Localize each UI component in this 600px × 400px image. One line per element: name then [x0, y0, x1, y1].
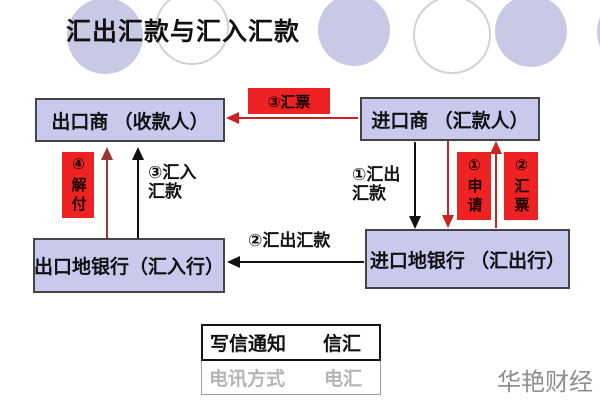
decor-circle-filled — [495, 0, 567, 67]
node-importer: 进口商 （汇款人） — [360, 97, 540, 141]
arrowhead-bank-transfer — [227, 256, 240, 268]
legend-row-mail: 写信通知 信汇 — [201, 324, 381, 361]
page-title: 汇出汇款与汇入汇款 — [66, 18, 301, 46]
decor-circle-filled — [67, 0, 143, 74]
arrowhead-outward-down — [409, 216, 421, 229]
legend-method-mail: 写信通知 — [210, 334, 287, 355]
step-draft-to-exporter: ③汇票 — [248, 88, 330, 114]
decor-circle-filled — [318, 0, 390, 66]
arrowhead-apply-down — [442, 215, 454, 228]
label-bank-transfer: ②汇出汇款 — [248, 231, 331, 250]
legend-mode-telegraph: 电汇 — [323, 369, 362, 390]
step-draft-to-importer: ②汇票 — [504, 152, 538, 220]
arrowhead-draft-to-exporter — [226, 112, 239, 124]
arrowhead-draft-up — [490, 141, 502, 154]
legend-row-telegraph: 电讯方式 电汇 — [201, 361, 381, 395]
label-inward-remittance: ③汇入 汇款 — [148, 163, 196, 201]
decor-circle-filled — [597, 0, 600, 69]
arrowhead-inward-up — [132, 147, 144, 160]
label-inward-line2: 汇款 — [148, 182, 182, 201]
step-apply: ①申请 — [457, 152, 491, 220]
legend-mode-mail: 信汇 — [322, 334, 361, 355]
node-exporter-bank: 出口地银行（汇入行） — [33, 238, 225, 293]
label-outward-remittance: ①汇出 汇款 — [352, 165, 400, 203]
node-importer-bank: 进口地银行 （汇出行） — [365, 229, 570, 289]
legend-table: 写信通知 信汇 电讯方式 电汇 — [201, 324, 381, 395]
node-exporter: 出口商 （收款人） — [35, 98, 225, 142]
arrowhead-settle-up — [101, 147, 113, 160]
label-outward-line1: ①汇出 — [352, 165, 401, 184]
label-inward-line1: ③汇入 — [148, 163, 197, 182]
step-settle: ④解付 — [62, 152, 94, 218]
label-outward-line2: 汇款 — [352, 184, 386, 203]
legend-method-telegraph: 电讯方式 — [209, 369, 286, 390]
decor-circle-outline — [413, 0, 491, 74]
decor-circle-outline — [155, 0, 229, 65]
watermark: 华艳财经 — [497, 369, 593, 396]
